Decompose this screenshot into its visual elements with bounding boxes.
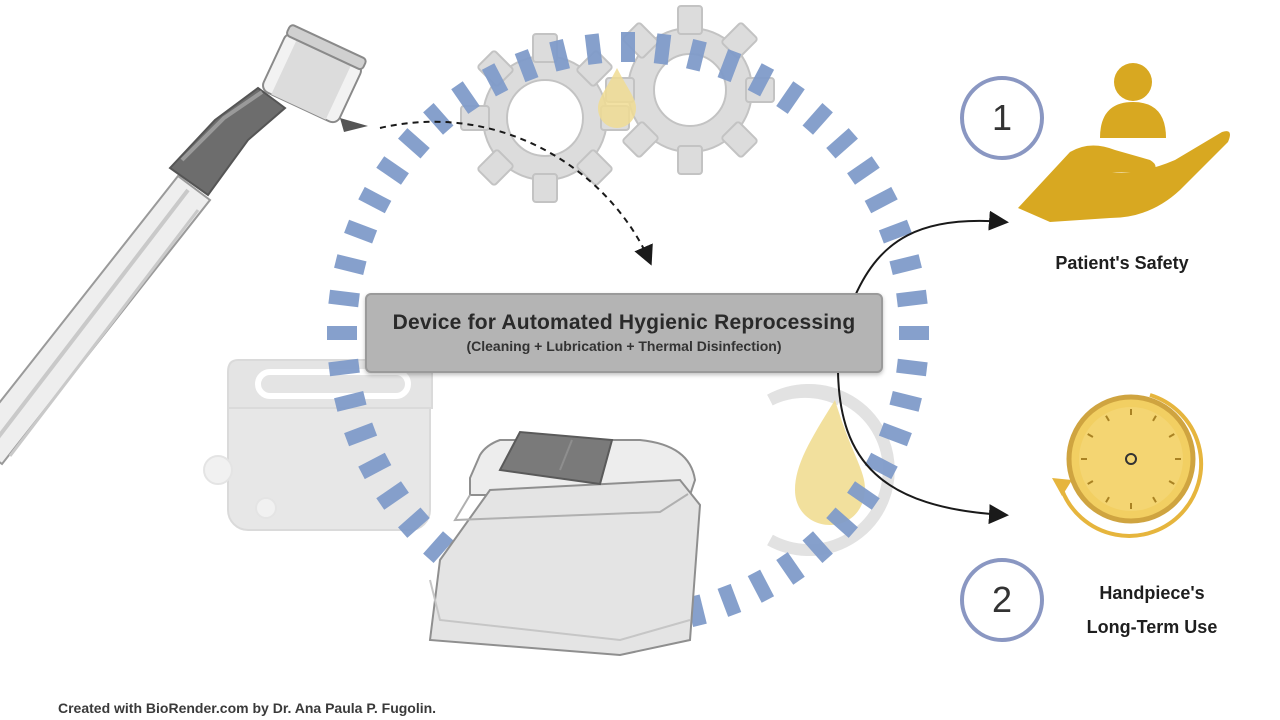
ring-segment	[621, 32, 635, 62]
ring-segment	[653, 33, 672, 65]
ring-segment	[398, 507, 430, 538]
clock-icon	[1052, 393, 1204, 538]
ring-segment	[889, 254, 922, 275]
ring-segment	[896, 289, 928, 308]
ring-segment	[358, 186, 392, 214]
ring-segment	[423, 531, 454, 563]
clock-tick	[1168, 433, 1175, 438]
ring-segment	[899, 326, 929, 340]
ring-segment	[826, 507, 858, 538]
outcome-label-line2: Long-Term Use	[1086, 617, 1218, 637]
ring-segment	[584, 33, 603, 65]
ring-segment	[864, 186, 898, 214]
ring-segment	[776, 81, 805, 114]
ring-segment	[878, 219, 912, 244]
biorender-credit: Created with BioRender.com by Dr. Ana Pa…	[58, 700, 437, 716]
outcome-number-2: 2	[960, 558, 1044, 642]
clock-tick	[1105, 415, 1110, 422]
hand-holding-person-icon	[1018, 63, 1230, 222]
ring-segment	[802, 103, 833, 135]
ring-segment	[376, 481, 409, 510]
ring-segment	[686, 39, 707, 72]
ring-segment	[376, 156, 409, 185]
reprocessing-device-label-box: Device for Automated Hygienic Reprocessi…	[365, 293, 883, 373]
ring-segment	[398, 128, 430, 159]
outcome-number-1: 1	[960, 76, 1044, 160]
reprocessing-device-icon	[428, 430, 702, 657]
ring-segment	[896, 358, 928, 377]
clock-tick	[1087, 480, 1094, 485]
clock-tick	[1105, 496, 1110, 503]
oil-drop-icon	[598, 68, 636, 128]
ring-segment	[344, 219, 378, 244]
ring-segment	[878, 422, 912, 447]
ring-segment	[358, 452, 392, 480]
ultrasonic-bath-icon	[203, 359, 433, 531]
ring-segment	[334, 391, 367, 412]
arrow-to-long-term-use	[837, 371, 1009, 525]
ring-segment	[717, 583, 742, 617]
handpiece-to-device-arrow	[379, 120, 653, 266]
ring-segment	[747, 63, 775, 97]
ring-segment	[328, 289, 360, 308]
clock-tick	[1087, 433, 1094, 438]
ring-segment	[847, 156, 880, 185]
ring-segment	[717, 49, 742, 83]
outcome-label-line1: Handpiece's	[1099, 583, 1205, 603]
ring-segment	[802, 531, 833, 563]
ring-segment	[423, 103, 454, 135]
ring-segment	[334, 254, 367, 275]
center-subtitle: (Cleaning + Lubrication + Thermal Disinf…	[466, 338, 782, 354]
ring-segment	[451, 81, 480, 114]
ring-segment	[776, 552, 805, 585]
dental-handpiece-icon	[0, 24, 368, 466]
ring-segment	[847, 481, 880, 510]
ring-segment	[514, 49, 539, 83]
ring-segment	[864, 452, 898, 480]
ring-segment	[889, 391, 922, 412]
ring-segment	[481, 63, 509, 97]
center-title: Device for Automated Hygienic Reprocessi…	[392, 311, 856, 334]
outcome-label-long-term-use: Handpiece's Long-Term Use	[1052, 576, 1252, 644]
ring-segment	[344, 422, 378, 447]
ring-segment	[549, 39, 570, 72]
clock-tick	[1152, 496, 1157, 503]
ring-segment	[826, 128, 858, 159]
outcome-label-patient-safety: Patient's Safety	[1055, 253, 1189, 273]
ring-segment	[327, 326, 357, 340]
clock-tick	[1152, 415, 1157, 422]
clock-tick	[1168, 480, 1175, 485]
ring-segment	[328, 358, 360, 377]
arrow-to-patient-safety	[854, 210, 1009, 297]
ring-segment	[747, 569, 775, 603]
